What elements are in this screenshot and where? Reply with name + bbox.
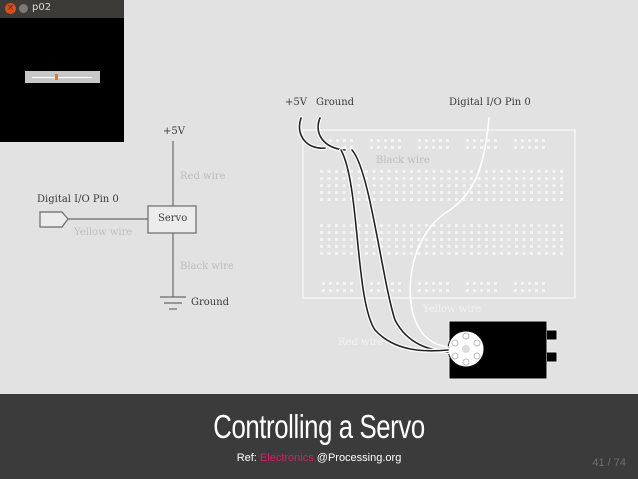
schematic-servo-label: Servo <box>158 213 188 224</box>
breadboard-signal-label: Digital I/O Pin 0 <box>449 97 531 108</box>
slide-title: Controlling a Servo <box>213 408 425 445</box>
ref-suffix: @Processing.org <box>313 452 402 464</box>
breadboard <box>302 129 576 299</box>
electronics-link[interactable]: Electronics <box>259 452 314 464</box>
sketch-window: × p02 <box>0 0 124 142</box>
schematic-power-label: +5V <box>163 126 185 137</box>
schematic <box>39 141 197 310</box>
circuit-diagram <box>39 116 576 380</box>
breadboard-power-label: +5V <box>285 97 307 108</box>
breadboard-black-wire-label: Black wire <box>376 155 430 166</box>
reference-line: Ref: Electronics @Processing.org <box>0 452 638 464</box>
schematic-ground-label: Ground <box>191 297 230 308</box>
window-titlebar[interactable]: × p02 <box>0 0 124 18</box>
schematic-signal-label: Digital I/O Pin 0 <box>37 194 119 205</box>
window-title: p02 <box>32 2 52 13</box>
caption-bar <box>0 394 638 479</box>
servo-slider[interactable] <box>25 71 100 83</box>
minimize-icon[interactable] <box>19 4 28 13</box>
close-icon[interactable]: × <box>5 3 16 14</box>
schematic-black-wire-label: Black wire <box>180 261 234 272</box>
servo-motor <box>447 320 558 380</box>
ref-prefix: Ref: <box>236 452 260 464</box>
slide-number: 41 / 74 <box>592 457 626 469</box>
breadboard-red-wire-label: Red wire <box>338 337 384 348</box>
schematic-yellow-wire-label: Yellow wire <box>74 227 133 238</box>
schematic-red-wire-label: Red wire <box>180 171 226 182</box>
breadboard-ground-label: Ground <box>316 97 355 108</box>
wires <box>297 116 490 354</box>
breadboard-yellow-wire-label: Yellow wire <box>423 304 482 315</box>
slider-handle[interactable] <box>55 74 58 80</box>
slider-track <box>32 77 92 78</box>
